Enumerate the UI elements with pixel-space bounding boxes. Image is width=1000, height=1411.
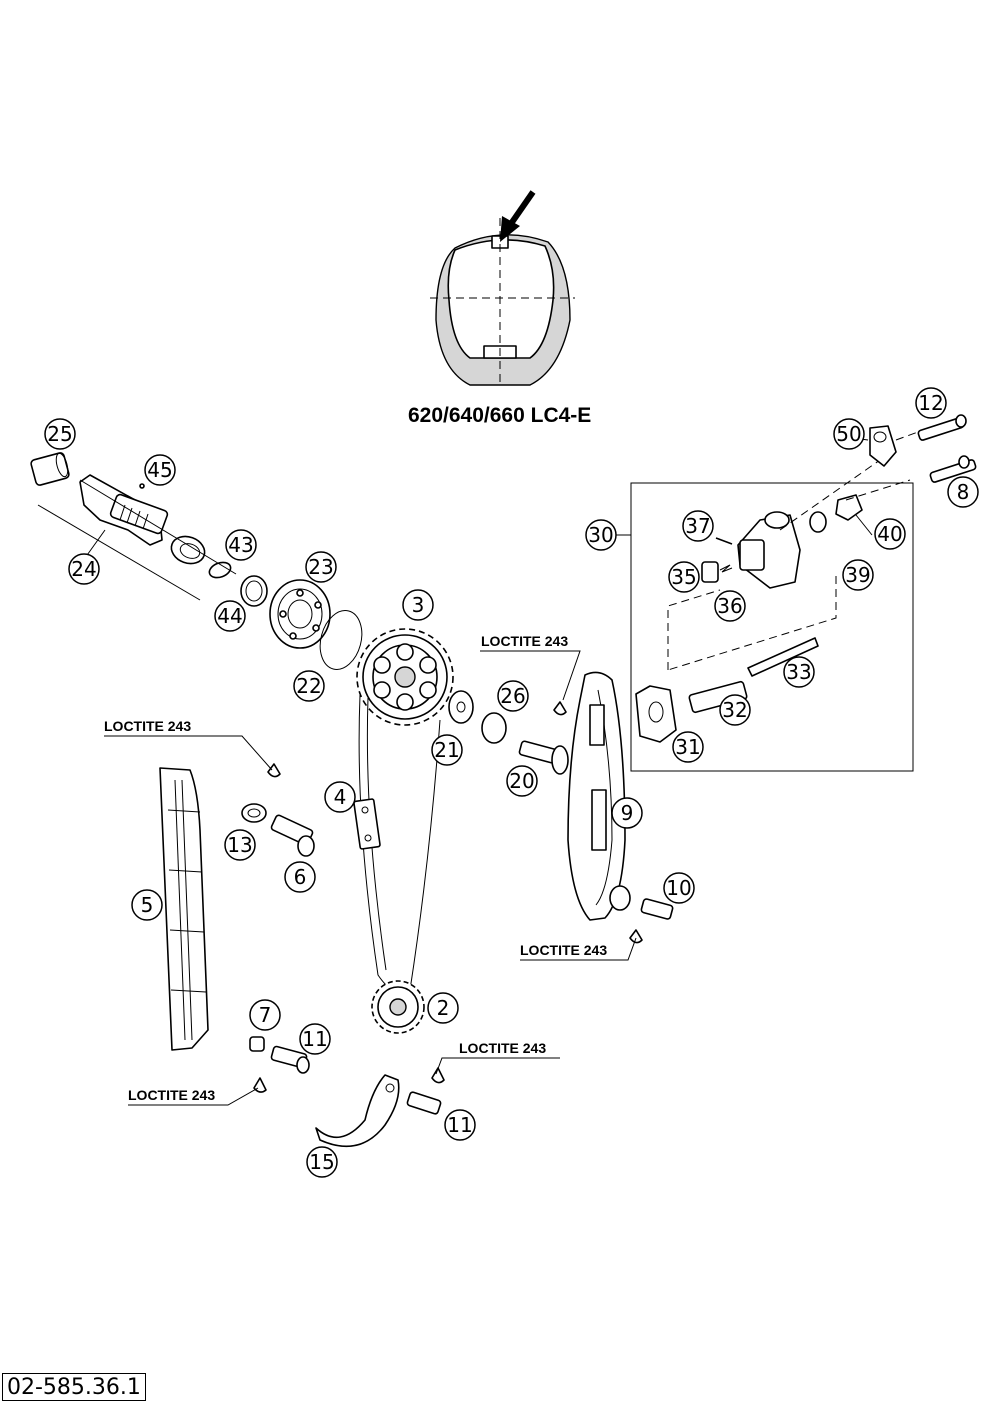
callout-13: 13 — [224, 829, 256, 861]
cylinder-detail-inset — [430, 190, 575, 386]
callout-23: 23 — [305, 551, 337, 583]
callout-50: 50 — [833, 418, 865, 450]
svg-text:15: 15 — [309, 1150, 334, 1174]
svg-text:31: 31 — [675, 735, 700, 759]
svg-text:50: 50 — [836, 422, 861, 446]
callout-44: 44 — [214, 600, 246, 632]
callout-25: 25 — [44, 418, 76, 450]
crankshaft-sprocket — [371, 980, 425, 1034]
callout-26: 26 — [497, 680, 529, 712]
svg-text:13: 13 — [227, 833, 252, 857]
callout-45: 45 — [144, 454, 176, 486]
callout-35: 35 — [668, 561, 700, 593]
svg-text:30: 30 — [588, 523, 613, 547]
loctite-label-tensioner: LOCTITE 243 — [520, 942, 607, 958]
svg-text:36: 36 — [717, 594, 742, 618]
callout-5: 5 — [131, 889, 163, 921]
callout-11-left: 11 — [299, 1023, 331, 1055]
bearing-group — [269, 579, 363, 670]
svg-text:22: 22 — [296, 674, 321, 698]
callout-30: 30 — [585, 519, 617, 551]
callout-7: 7 — [249, 999, 281, 1031]
callout-37: 37 — [682, 510, 714, 542]
timing-chain — [353, 694, 441, 994]
svg-text:26: 26 — [500, 684, 525, 708]
tensioner-rail — [553, 671, 674, 944]
camshaft-group — [30, 452, 268, 607]
washer-and-bolt-group — [448, 690, 569, 775]
model-label: 620/640/660 LC4-E — [408, 404, 592, 427]
loctite-label-lower-right: LOCTITE 243 — [459, 1040, 546, 1056]
loctite-label-guide: LOCTITE 243 — [104, 718, 191, 734]
callout-8: 8 — [947, 476, 979, 508]
loctite-label-sprocket: LOCTITE 243 — [481, 633, 568, 649]
callout-10: 10 — [663, 872, 695, 904]
svg-text:39: 39 — [845, 563, 870, 587]
callout-40: 40 — [874, 518, 906, 550]
guide-bolt-group — [241, 763, 315, 857]
drawing-number: 02-585.36.1 — [2, 1373, 146, 1401]
svg-text:24: 24 — [71, 557, 96, 581]
callout-3: 3 — [402, 589, 434, 621]
callout-20: 20 — [506, 765, 538, 797]
callout-21: 21 — [431, 734, 463, 766]
svg-text:25: 25 — [47, 422, 72, 446]
callout-36: 36 — [714, 590, 746, 622]
svg-text:7: 7 — [259, 1003, 272, 1027]
svg-text:37: 37 — [685, 514, 710, 538]
svg-text:45: 45 — [147, 458, 172, 482]
callout-24: 24 — [68, 553, 100, 585]
callout-43: 43 — [225, 529, 257, 561]
callout-33: 33 — [783, 656, 815, 688]
callout-12: 12 — [915, 387, 947, 419]
svg-text:4: 4 — [334, 785, 347, 809]
svg-text:5: 5 — [141, 893, 154, 917]
callout-22: 22 — [293, 670, 325, 702]
camshaft-sprocket — [356, 628, 454, 726]
loctite-label-lower-left: LOCTITE 243 — [128, 1087, 215, 1103]
callout-4: 4 — [324, 781, 356, 813]
svg-text:10: 10 — [666, 876, 691, 900]
svg-text:40: 40 — [877, 522, 902, 546]
svg-text:11: 11 — [302, 1027, 327, 1051]
arrow-icon — [500, 190, 536, 242]
svg-text:9: 9 — [621, 801, 634, 825]
clamp-and-screws — [869, 414, 977, 483]
lower-guide-parts — [249, 1036, 445, 1148]
svg-text:20: 20 — [509, 769, 534, 793]
callout-31: 31 — [672, 731, 704, 763]
svg-text:32: 32 — [722, 698, 747, 722]
svg-text:35: 35 — [671, 565, 696, 589]
svg-text:2: 2 — [437, 996, 450, 1020]
callout-6: 6 — [284, 861, 316, 893]
callout-39: 39 — [842, 559, 874, 591]
callout-15: 15 — [306, 1146, 338, 1178]
svg-text:44: 44 — [217, 604, 242, 628]
svg-text:12: 12 — [918, 391, 943, 415]
svg-text:23: 23 — [308, 555, 333, 579]
svg-text:11: 11 — [447, 1113, 472, 1137]
callout-11-right: 11 — [444, 1109, 476, 1141]
svg-text:3: 3 — [412, 593, 425, 617]
loctite-leaders — [104, 650, 637, 1106]
callout-9: 9 — [611, 797, 643, 829]
chain-guide-rail — [159, 767, 209, 1051]
callout-32: 32 — [719, 694, 751, 726]
svg-text:33: 33 — [786, 660, 811, 684]
svg-text:43: 43 — [228, 533, 253, 557]
chain-tensioner-assembly — [630, 459, 914, 772]
svg-text:21: 21 — [434, 738, 459, 762]
svg-text:6: 6 — [294, 865, 307, 889]
svg-text:8: 8 — [957, 480, 970, 504]
callout-2: 2 — [427, 992, 459, 1024]
